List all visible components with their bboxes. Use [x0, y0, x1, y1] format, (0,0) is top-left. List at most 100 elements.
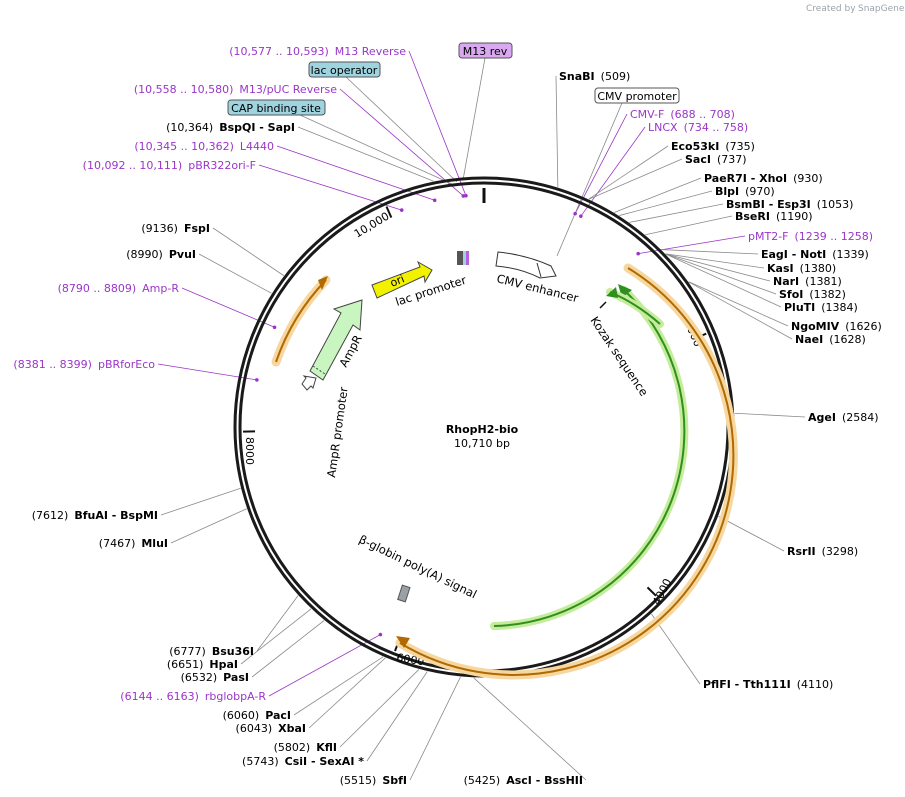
primer-site-left-1: (10,558 .. 10,580)M13/pUC Reverse — [134, 83, 337, 96]
enzyme-site-left-18: (5743)CsiI - SexAI * — [242, 755, 364, 768]
site-position: (737) — [717, 153, 747, 166]
primer-site-left-3: (10,345 .. 10,362)L4440 — [134, 140, 274, 153]
site-position: (6651) — [167, 658, 204, 671]
site-name: FspI — [184, 222, 210, 235]
enzyme-site-right-7: BsmBI - Esp3I(1053) — [726, 198, 853, 211]
enzyme-site-left-20: (5425) AscI - BssHII — [464, 774, 583, 787]
enzyme-site-left-16: (6043)XbaI — [236, 722, 306, 735]
leader-left-18 — [366, 671, 428, 762]
site-position: (7612) — [32, 509, 69, 522]
leader-left-5 — [212, 227, 285, 276]
site-position: (734 .. 758) — [684, 121, 749, 134]
leader-right-3 — [588, 145, 669, 200]
site-name: NarI — [773, 275, 799, 288]
enzyme-site-right-15: NgoMIV(1626) — [791, 320, 882, 333]
site-position: (6060) — [223, 709, 260, 722]
site-position: (930) — [793, 172, 823, 185]
leader-left-11 — [256, 595, 299, 652]
enzyme-site-right-6: BlpI(970) — [715, 185, 775, 198]
enzyme-site-right-8: BseRI(1190) — [735, 210, 813, 223]
primer-mark-right-2 — [579, 214, 583, 218]
leader-left-7 — [181, 287, 275, 328]
site-name: PasI — [223, 671, 249, 684]
enzyme-site-right-4: SacI (737) — [685, 153, 747, 166]
leader-left-1 — [339, 88, 464, 197]
m13-rev-mark — [466, 251, 469, 265]
site-name: HpaI — [209, 658, 238, 671]
cds-feature-outer — [399, 267, 735, 676]
gene-feature-long-halo — [490, 286, 689, 630]
callout-lac-operator-text: lac operator — [311, 64, 378, 77]
callout-cmv-box — [594, 87, 680, 104]
site-position: (10,364) — [166, 121, 213, 134]
primer-site-left-0: (10,577 .. 10,593)M13 Reverse — [229, 45, 406, 58]
site-position: (5802) — [274, 741, 311, 754]
site-name: SnaBI — [559, 70, 595, 83]
leader-left-20 — [473, 677, 587, 781]
site-name: BfuAI - BspMI — [74, 509, 158, 522]
leader-right-17 — [734, 412, 806, 418]
site-name: AscI - BssHII — [506, 774, 583, 787]
leader-left-15 — [293, 656, 384, 716]
site-position: (688 .. 708) — [670, 108, 735, 121]
leader-left-13 — [251, 620, 325, 678]
primer-mark-left-1 — [461, 194, 466, 198]
primer-site-left-14: (6144 .. 6163)rbglobpA-R — [120, 690, 266, 703]
site-position: (2584) — [842, 411, 879, 424]
site-position: (4110) — [797, 678, 834, 691]
enzyme-site-right-3: Eco53kI(735) — [671, 140, 755, 153]
site-position: (8381 .. 8399) — [13, 358, 92, 371]
site-name: EagI - NotI — [761, 248, 826, 261]
site-position: (5425) — [464, 774, 501, 787]
site-position: (1190) — [776, 210, 813, 223]
enzyme-site-left-11: (6777)Bsu36I — [169, 645, 254, 658]
leader-right-16 — [688, 281, 793, 340]
enzyme-site-right-16: NaeI(1628) — [795, 333, 866, 346]
leader-left-9 — [160, 487, 241, 516]
leader-right-13 — [665, 253, 777, 295]
leader-right-19 — [651, 613, 701, 685]
leader-left-4 — [258, 164, 402, 211]
ori-label: ori — [388, 272, 406, 289]
site-name: pBR322ori-F — [188, 159, 256, 172]
primer-mark-left-0 — [464, 193, 468, 198]
callout-lac-operator-box — [308, 61, 381, 78]
site-name: SfoI — [779, 288, 803, 301]
leader-left-10 — [170, 508, 247, 544]
site-name: PvuI — [169, 248, 196, 261]
left-feature-halo — [271, 275, 331, 367]
ampr-promoter-arrow — [301, 375, 317, 391]
scale-tick-1 — [646, 586, 657, 597]
primer-site-left-7: (8790 .. 8809)Amp-R — [58, 282, 180, 295]
leader-left-17 — [339, 669, 420, 748]
primer-site-left-4: (10,092 .. 10,111)pBR322ori-F — [83, 159, 256, 172]
leader-left-3 — [276, 145, 435, 201]
site-name: BsmBI - Esp3I — [726, 198, 811, 211]
site-position: (9136) — [141, 222, 178, 235]
leader-right-10 — [661, 249, 759, 255]
site-name: PacI — [265, 709, 291, 722]
enzyme-site-right-0: SnaBI(509) — [559, 70, 630, 83]
site-name: PaeR7I - XhoI — [704, 172, 787, 185]
site-name: pBRforEco — [98, 358, 155, 371]
ampr-internal-line — [312, 365, 326, 375]
scale-tick-4 — [385, 206, 393, 218]
gene-feature-long — [493, 289, 686, 627]
enzyme-site-right-12: NarI(1381) — [773, 275, 842, 288]
globin-polya-block — [397, 584, 411, 603]
leader-left-19 — [409, 676, 461, 781]
site-position: (1628) — [829, 333, 866, 346]
callout-cap-box — [227, 99, 326, 116]
kozak-sequence-label: Kozak sequence — [588, 314, 652, 399]
site-name: SacI — [685, 153, 711, 166]
leader-left-12 — [240, 608, 312, 665]
primer-mark-left-8 — [255, 378, 259, 382]
primer-site-left-8: (8381 .. 8399) pBRforEco — [13, 358, 155, 371]
leader-left-0 — [408, 50, 467, 196]
leader-right-8 — [645, 215, 733, 236]
site-position: (1384) — [821, 301, 858, 314]
site-position: (1339) — [832, 248, 869, 261]
lac-block — [457, 251, 463, 265]
site-name: Bsu36I — [212, 645, 254, 658]
